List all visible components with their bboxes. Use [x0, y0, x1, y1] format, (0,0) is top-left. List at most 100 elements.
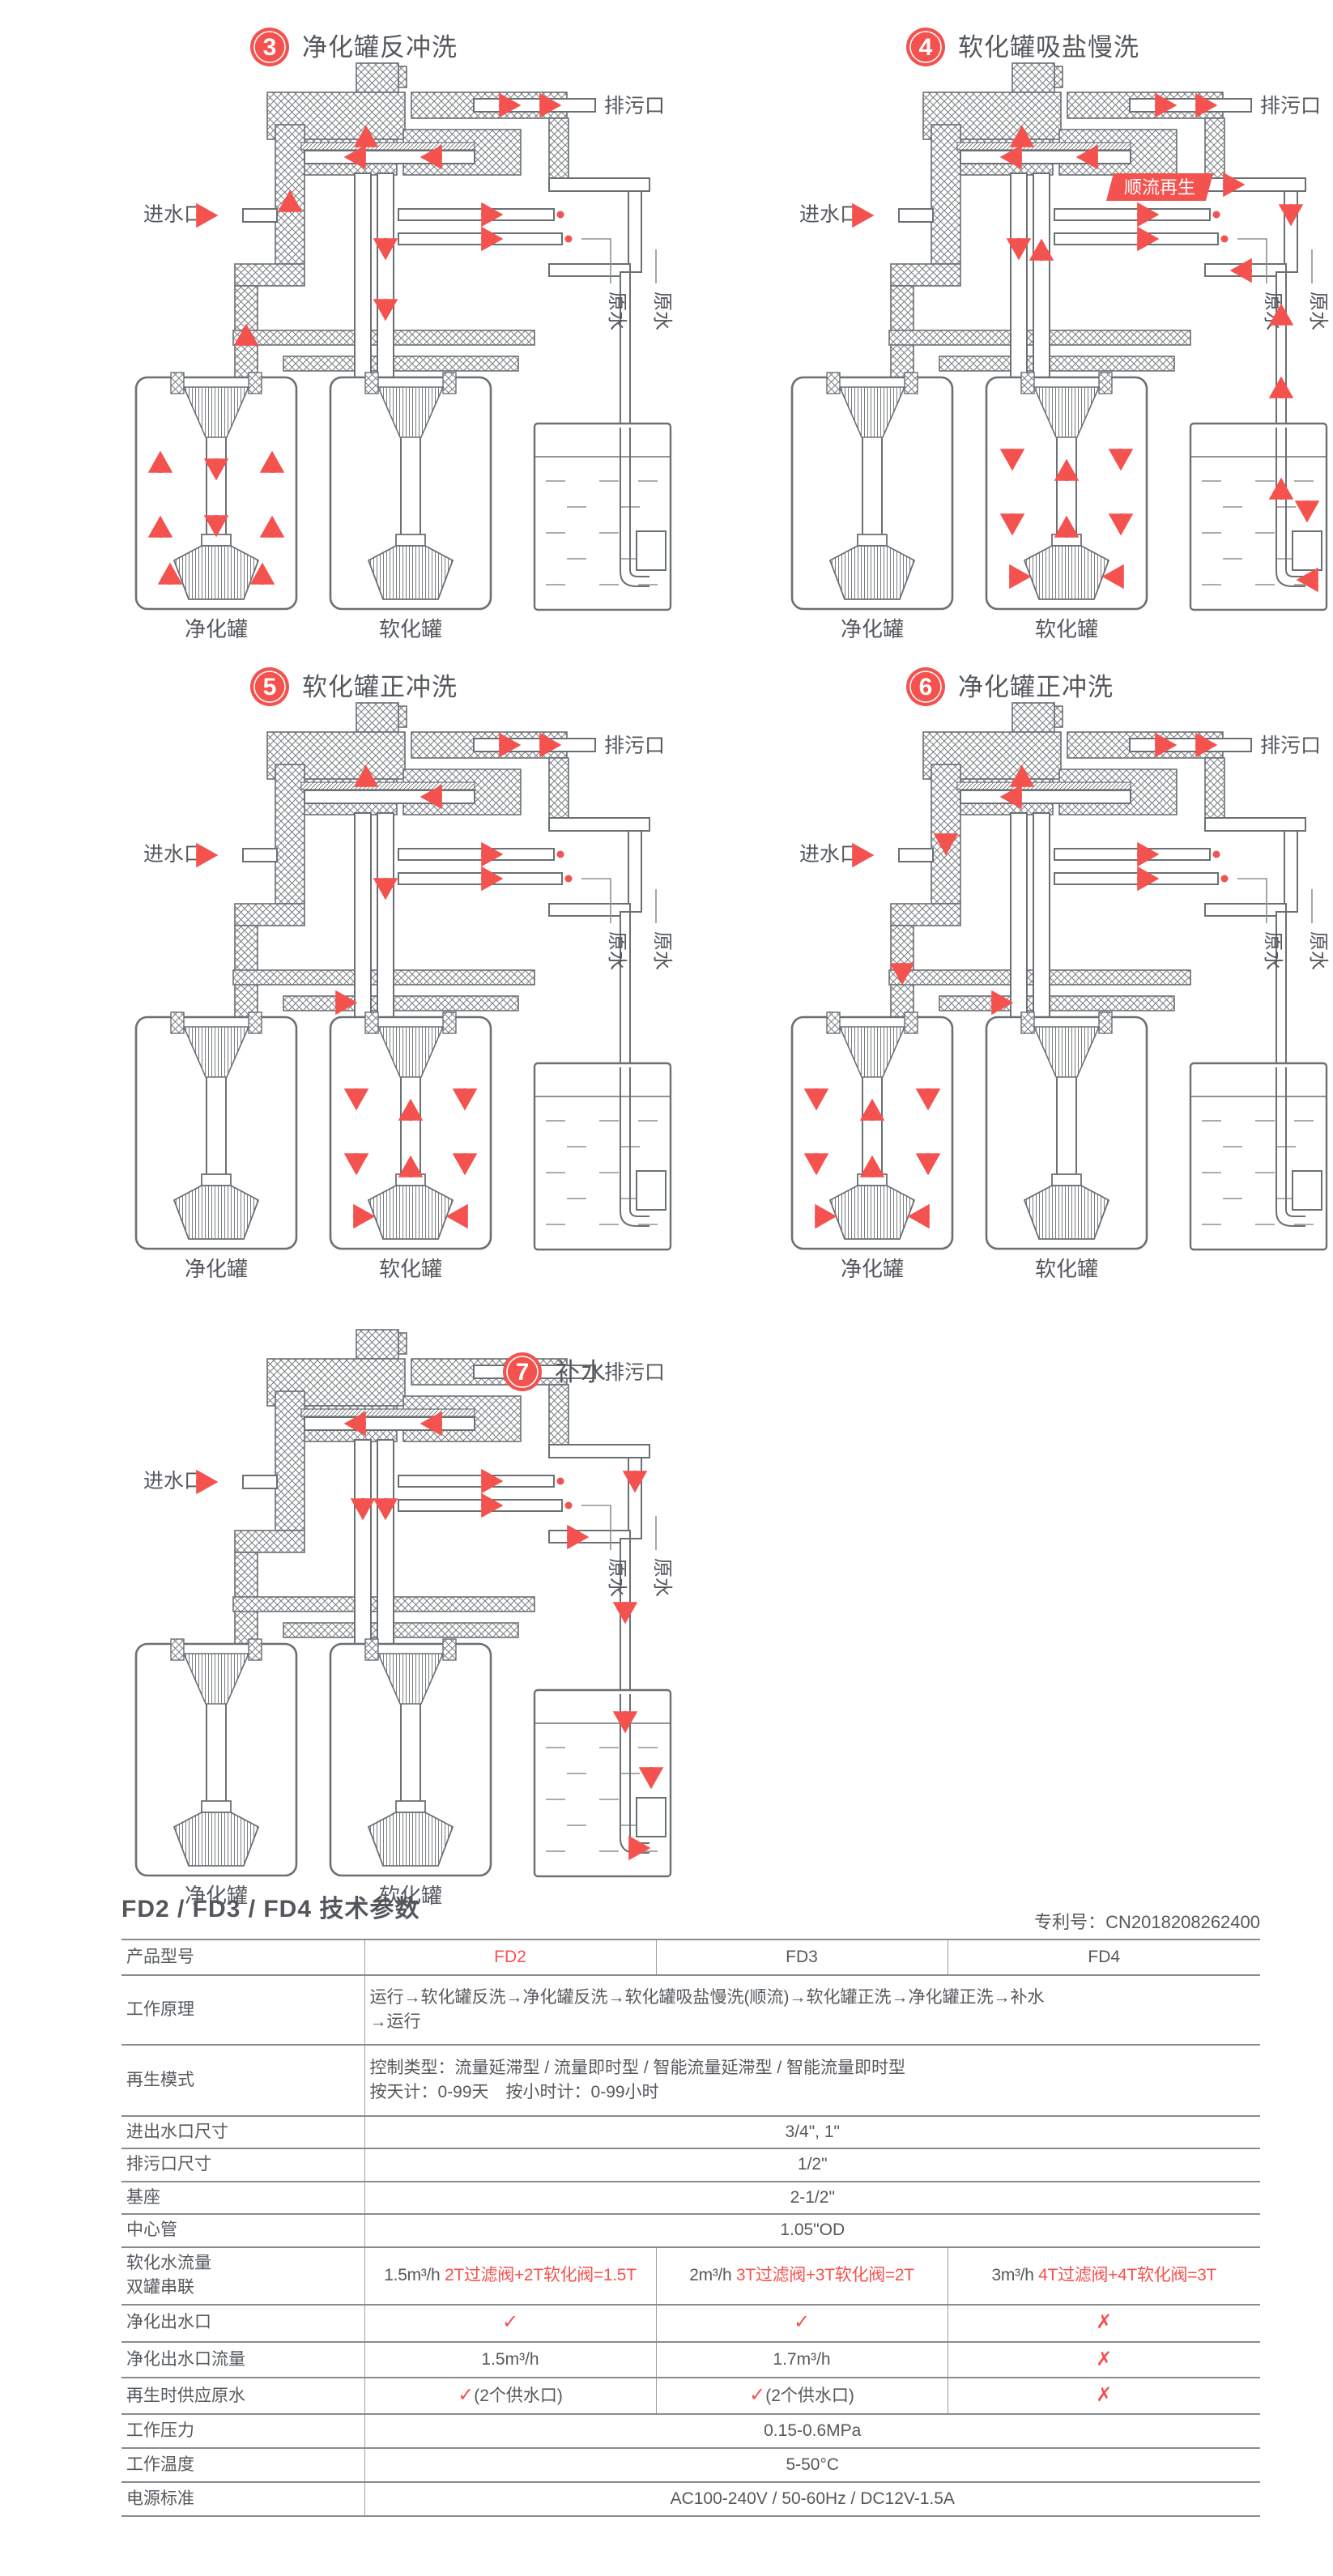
flow-port-dot [1212, 211, 1220, 219]
bottom-diffuser [367, 545, 454, 600]
valve-body-hatched [548, 757, 569, 820]
step-number-circle [906, 28, 945, 66]
bottom-diffuser [367, 1185, 454, 1240]
valve-top-plate [300, 781, 475, 790]
leader-line [581, 238, 611, 283]
row-label: 进出水口尺寸 [121, 2114, 365, 2150]
step-number-circle [250, 28, 289, 66]
flow-channel [628, 830, 642, 913]
cell-text: 2T过滤阀+2T软化阀=1.5T [444, 2265, 637, 2284]
patent-number: 专利号：CN2018208262400 [1034, 1912, 1260, 1932]
bottom-diffuser [828, 1185, 916, 1240]
regeneration-badge-text: 顺流再生 [1124, 177, 1195, 198]
flow-port-dot [556, 211, 564, 219]
valve-body-hatched [356, 1329, 399, 1360]
brine-tank [1189, 1062, 1328, 1251]
spec-cell: ✓(2个供水口) [364, 2377, 657, 2416]
valve-body-hatched [275, 764, 305, 905]
row-value: 5-50°C [364, 2447, 1260, 2484]
flow-channel [1054, 872, 1219, 885]
brine-tank [1189, 422, 1328, 611]
purification-tank: 净化罐 [134, 1011, 298, 1281]
table-row: 净化出水口✓✓✗ [121, 2303, 1260, 2343]
brine-tank [533, 1062, 672, 1251]
step-number: 3 [263, 34, 277, 61]
cell-text: 1.7m³/h [773, 2349, 831, 2369]
softening-tank: 软化罐 [329, 1638, 492, 1908]
spec-cell: ✓ [364, 2303, 657, 2343]
flow-port-dot [564, 875, 573, 883]
valve-body-hatched [1054, 66, 1063, 88]
flow-port-dot [1212, 850, 1220, 858]
valve-body-hatched [234, 263, 305, 287]
flow-port-dot [556, 850, 564, 858]
tank-label: 软化罐 [379, 1884, 442, 1908]
check-mark: ✓ [749, 2384, 766, 2407]
flow-channel [354, 1439, 372, 1645]
valve-body-hatched [356, 702, 399, 733]
cell-text: 3T过滤阀+3T软化阀=2T [735, 2265, 914, 2284]
valve-body-hatched [1204, 757, 1225, 820]
brine-float-box [636, 1170, 666, 1211]
valve-body-hatched [890, 903, 961, 926]
valve-body-hatched [398, 66, 407, 88]
raw-water-label: 原水 [606, 292, 628, 330]
spec-cell: FD4 [948, 1939, 1260, 1976]
drain-outlet-label: 排污口 [604, 734, 665, 757]
softening-tank: 软化罐 [985, 372, 1148, 641]
flow-channel [377, 1439, 394, 1645]
raw-water-label: 原水 [606, 931, 628, 970]
softening-tank: 软化罐 [985, 1011, 1148, 1281]
cell-text: (2个供水口) [474, 2387, 563, 2406]
tank-label: 净化罐 [185, 617, 248, 641]
valve-body-hatched [548, 1384, 569, 1447]
flow-channel [1129, 98, 1252, 113]
row-value: 运行→软化罐反洗→净化罐反洗→软化罐吸盐慢洗(顺流)→软化罐正洗→净化罐正洗→补… [364, 1974, 1260, 2046]
cell-text: FD4 [1088, 1947, 1121, 1966]
raw-water-label: 原水 [651, 1558, 673, 1597]
flow-channel [473, 738, 596, 752]
valve-body-hatched [1011, 702, 1055, 733]
bottom-diffuser [828, 545, 916, 600]
spec-cell: ✗ [948, 2340, 1260, 2379]
step-title-text: 补水 [555, 1358, 607, 1386]
spec-cell: FD3 [656, 1939, 948, 1976]
flow-channel [628, 1457, 642, 1539]
cell-text: 1.5m³/h [481, 2349, 539, 2369]
flow-channel [960, 150, 1131, 164]
valve-body-hatched [283, 995, 519, 1011]
step-number: 4 [919, 34, 933, 61]
flow-channel [473, 98, 596, 113]
bottom-diffuser [172, 1812, 260, 1867]
brine-float-box [636, 1797, 666, 1837]
spec-cell: 2m³/h 3T过滤阀+3T软化阀=2T [656, 2246, 948, 2306]
flow-channel [628, 190, 642, 273]
flow-channel [1010, 172, 1028, 378]
leader-line [581, 878, 611, 923]
water-inlet-label: 进水口 [799, 203, 860, 226]
spec-cell: ✓(2个供水口) [656, 2377, 948, 2416]
drain-outlet-label: 排污口 [1260, 95, 1321, 117]
tank-label: 软化罐 [1035, 1257, 1098, 1281]
cell-text: FD3 [786, 1947, 818, 1966]
raw-water-label: 原水 [1262, 931, 1284, 970]
spec-cell: ✓ [656, 2303, 948, 2343]
valve-body-hatched [548, 117, 569, 181]
valve-body-hatched [1054, 705, 1063, 728]
valve-top-plate [300, 142, 475, 151]
bottom-diffuser [172, 1185, 260, 1240]
cell-text: (2个供水口) [765, 2387, 854, 2406]
flow-channel [242, 208, 278, 223]
cross-mark: ✗ [1096, 2311, 1113, 2334]
row-label: 软化水流量双罐串联 [121, 2246, 365, 2306]
water-inlet-label: 进水口 [143, 1470, 204, 1492]
valve-body-hatched [234, 1530, 305, 1553]
flow-channel [377, 812, 394, 1018]
spec-cell: 3m³/h 4T过滤阀+4T软化阀=3T [948, 2246, 1260, 2306]
